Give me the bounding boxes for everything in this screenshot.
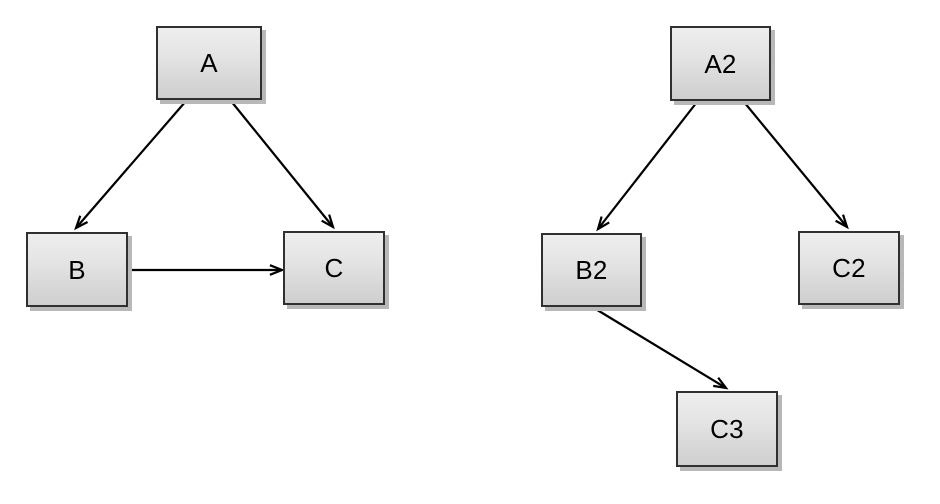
arrowhead-icon xyxy=(269,264,285,276)
node-b2[interactable]: B2 xyxy=(541,233,642,307)
edge-line xyxy=(593,307,727,389)
node-a[interactable]: A xyxy=(156,26,262,100)
node-label: A xyxy=(200,48,218,78)
edge-line xyxy=(75,100,187,229)
node-label: A2 xyxy=(704,48,737,79)
node-label: C3 xyxy=(710,414,744,444)
arrowhead-icon xyxy=(835,214,849,230)
node-b[interactable]: B xyxy=(26,232,128,307)
node-c3[interactable]: C3 xyxy=(676,391,778,467)
node-c2[interactable]: C2 xyxy=(798,231,900,305)
edge-a-to-b[interactable] xyxy=(74,100,187,231)
edge-a-to-c[interactable] xyxy=(230,100,335,230)
edge-b2-to-c3[interactable] xyxy=(593,307,729,390)
arrowhead-icon xyxy=(712,376,729,390)
edges-group xyxy=(74,100,849,390)
edge-a2-to-b2[interactable] xyxy=(596,101,698,232)
edge-line xyxy=(597,101,698,230)
arrowhead-icon xyxy=(596,216,610,232)
edge-a2-to-c2[interactable] xyxy=(743,101,849,230)
node-label: B xyxy=(68,254,86,285)
node-a2[interactable]: A2 xyxy=(670,26,771,101)
node-label: C2 xyxy=(832,253,866,283)
node-label: C xyxy=(324,253,344,283)
arrowhead-icon xyxy=(321,214,335,230)
edge-b-to-c[interactable] xyxy=(129,264,285,276)
node-c[interactable]: C xyxy=(283,231,385,305)
edge-line xyxy=(230,100,334,228)
node-label: B2 xyxy=(575,255,608,285)
arrowhead-icon xyxy=(74,215,89,231)
edge-line xyxy=(743,101,848,228)
